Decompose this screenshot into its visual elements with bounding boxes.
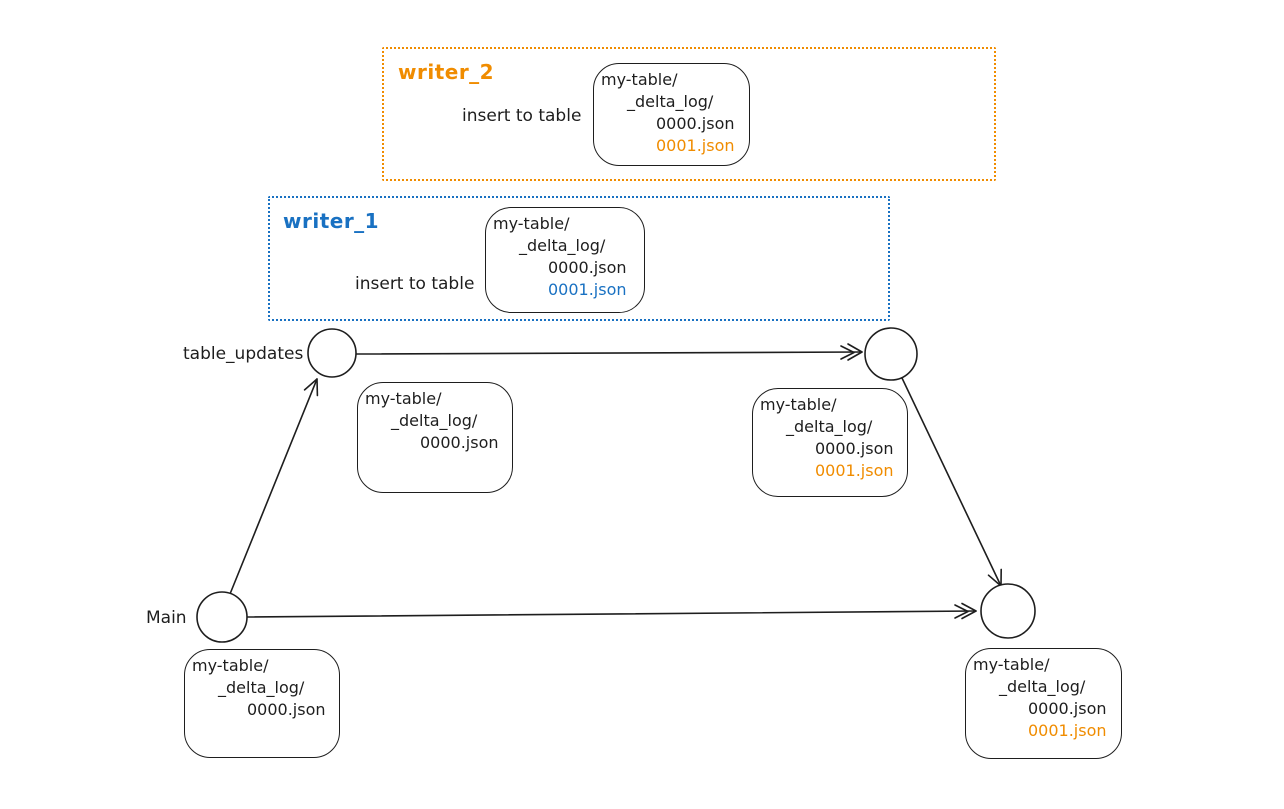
file-line: _delta_log/ bbox=[999, 677, 1086, 696]
file-line: 0000.json bbox=[420, 433, 499, 452]
arrowhead-icon bbox=[303, 378, 319, 397]
commit-node-main-end bbox=[980, 583, 1036, 639]
file-line: my-table/ bbox=[493, 214, 570, 233]
file-line-highlighted: 0001.json bbox=[548, 280, 627, 299]
arrowhead-icon bbox=[961, 602, 977, 620]
file-line: _delta_log/ bbox=[786, 417, 873, 436]
writer1-label: writer_1 bbox=[283, 209, 380, 233]
main-end-file-listing: my-table/ _delta_log/ 0000.json 0001.jso… bbox=[965, 648, 1122, 759]
file-line: my-table/ bbox=[601, 70, 678, 89]
writer2-label: writer_2 bbox=[398, 60, 495, 84]
branch-label-table-updates: table_updates bbox=[183, 344, 304, 364]
arrowhead-icon bbox=[847, 343, 863, 361]
file-line: 0000.json bbox=[815, 439, 894, 458]
arrowhead-icon bbox=[840, 345, 855, 360]
writer1-group-box bbox=[268, 196, 890, 321]
arrow-merge bbox=[901, 377, 1002, 587]
writer2-action-label: insert to table bbox=[462, 106, 582, 126]
file-line: 0000.json bbox=[1028, 699, 1107, 718]
writer1-action-label: insert to table bbox=[355, 274, 475, 294]
writer2-group-box bbox=[382, 47, 996, 181]
commit-node-table-updates-end bbox=[864, 327, 918, 381]
branch-label-main: Main bbox=[146, 608, 187, 628]
file-line: _delta_log/ bbox=[391, 411, 478, 430]
file-line: 0000.json bbox=[656, 114, 735, 133]
writer2-file-listing: my-table/ _delta_log/ 0000.json 0001.jso… bbox=[593, 63, 750, 166]
table-updates-end-file-listing: my-table/ _delta_log/ 0000.json 0001.jso… bbox=[752, 388, 908, 497]
file-line: _delta_log/ bbox=[218, 678, 305, 697]
arrow-branch-off bbox=[229, 378, 318, 595]
file-line-highlighted: 0001.json bbox=[1028, 721, 1107, 740]
writer1-file-listing: my-table/ _delta_log/ 0000.json 0001.jso… bbox=[485, 207, 645, 313]
file-line: my-table/ bbox=[760, 395, 837, 414]
file-line-highlighted: 0001.json bbox=[656, 136, 735, 155]
arrowhead-icon bbox=[954, 604, 969, 619]
table-updates-start-file-listing: my-table/ _delta_log/ 0000.json bbox=[357, 382, 513, 493]
file-line: 0000.json bbox=[247, 700, 326, 719]
commit-node-table-updates-start bbox=[307, 328, 357, 378]
file-line: my-table/ bbox=[192, 656, 269, 675]
file-line: my-table/ bbox=[365, 389, 442, 408]
file-line: my-table/ bbox=[973, 655, 1050, 674]
main-start-file-listing: my-table/ _delta_log/ 0000.json bbox=[184, 649, 340, 758]
arrow-main bbox=[246, 610, 977, 618]
file-line: _delta_log/ bbox=[627, 92, 714, 111]
commit-node-main-start bbox=[196, 591, 248, 643]
file-line-highlighted: 0001.json bbox=[815, 461, 894, 480]
file-line: _delta_log/ bbox=[519, 236, 606, 255]
file-line: 0000.json bbox=[548, 258, 627, 277]
arrow-table-updates bbox=[355, 351, 863, 355]
